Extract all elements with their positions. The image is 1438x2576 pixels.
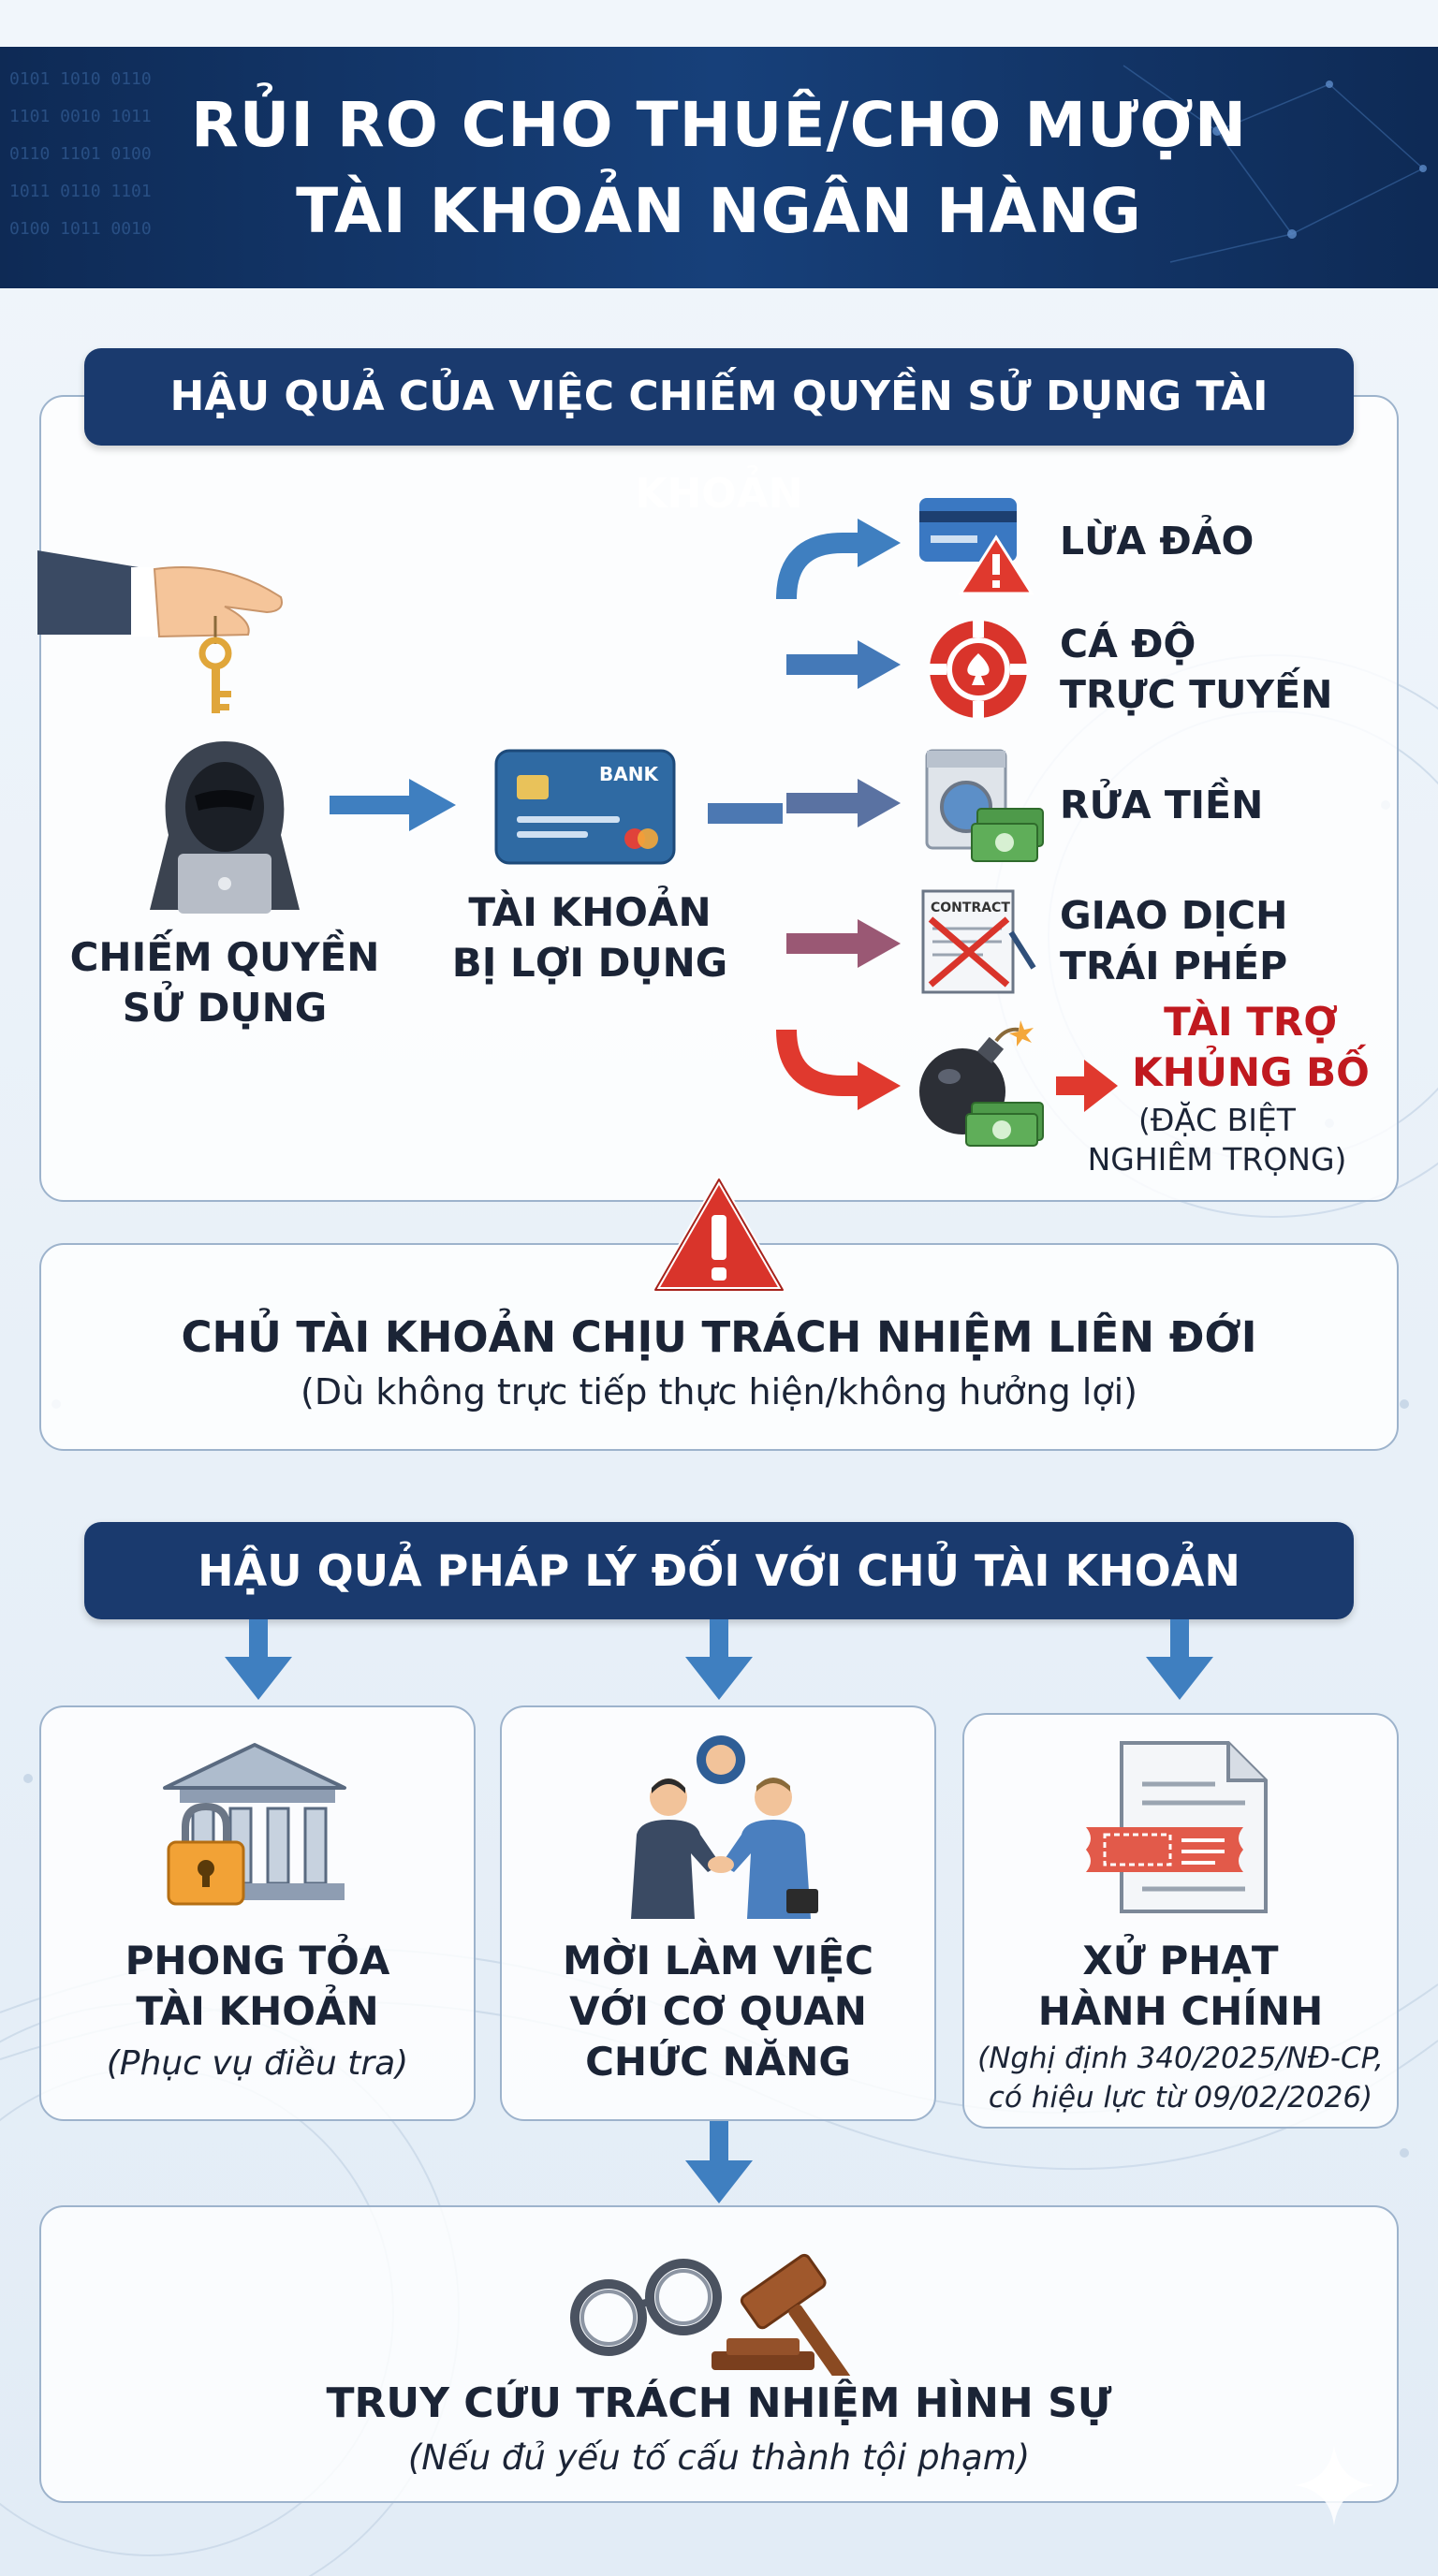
- risk-label-gambling-line1: CÁ ĐỘ: [1060, 622, 1196, 666]
- freeze-note: (Phục vụ điều tra): [106, 2044, 409, 2083]
- account-label-line1: TÀI KHOẢN: [468, 889, 712, 935]
- svg-text:1101 0010 1011: 1101 0010 1011: [9, 107, 152, 126]
- header-network-decoration: 0101 1010 0110 1101 0010 1011 0110 1101 …: [9, 65, 1427, 263]
- washing-machine-money-icon: [925, 749, 1044, 862]
- risk-label-fraud: LỪA ĐẢO: [1060, 519, 1255, 564]
- section2-title: HẬU QUẢ PHÁP LÝ ĐỐI VỚI CHỦ TÀI KHOẢN: [84, 1522, 1354, 1619]
- svg-text:1011 0110 1101: 1011 0110 1101: [9, 182, 152, 201]
- arrow-right-red-icon: [1056, 1060, 1118, 1112]
- actor-label-line1: CHIẾM QUYỀN: [69, 934, 380, 980]
- hand-key-icon: [37, 550, 283, 713]
- summons-line1: MỜI LÀM VIỆC: [562, 1938, 874, 1983]
- summons-line3: CHỨC NĂNG: [585, 2039, 851, 2085]
- section1-title: HẬU QUẢ CỦA VIỆC CHIẾM QUYỀN SỬ DỤNG TÀI…: [84, 348, 1354, 518]
- arrow-down-icon: [685, 1619, 753, 1700]
- liability-title: CHỦ TÀI KHOẢN CHỊU TRÁCH NHIỆM LIÊN ĐỚI: [181, 1312, 1257, 1362]
- contract-text: CONTRACT: [931, 900, 1010, 915]
- risk-label-money-laundering: RỬA TIỀN: [1060, 783, 1264, 827]
- poker-chip-icon: [930, 621, 1027, 718]
- warning-triangle-icon: [653, 1177, 785, 1293]
- fine-note-line2: có hiệu lực từ 09/02/2026): [988, 2081, 1373, 2115]
- freeze-line2: TÀI KHOẢN: [136, 1988, 379, 2034]
- bank-card-text: BANK: [599, 763, 659, 785]
- fine-line1: XỬ PHẠT: [1082, 1938, 1279, 1983]
- contract-crossed-icon: CONTRACT: [921, 889, 1036, 994]
- header-title-line2: TÀI KHOẢN NGÂN HÀNG: [296, 175, 1142, 247]
- hacker-icon: [150, 741, 300, 914]
- handcuffs-gavel-icon: [570, 2253, 852, 2376]
- terror-label-line1: TÀI TRỢ: [1164, 999, 1338, 1045]
- arrow-down-icon: [1146, 1619, 1213, 1700]
- risk-label-gambling-line2: TRỰC TUYẾN: [1060, 672, 1333, 717]
- summons-line2: VỚI CƠ QUAN: [569, 1988, 867, 2034]
- arrow-down-icon: [225, 1619, 292, 1700]
- terror-label-line2: KHỦNG BỐ: [1132, 1049, 1370, 1095]
- arrow-right-icon: [330, 779, 456, 831]
- liability-note: (Dù không trực tiếp thực hiện/không hưởn…: [301, 1371, 1137, 1412]
- bank-card-icon: BANK: [494, 749, 676, 865]
- risk-label-illegal-line2: TRÁI PHÉP: [1060, 944, 1288, 988]
- risk-label-illegal-line1: GIAO DỊCH: [1060, 893, 1288, 938]
- svg-text:0100 1011 0010: 0100 1011 0010: [9, 219, 152, 239]
- terror-note-line1: (ĐẶC BIỆT: [1138, 1102, 1296, 1138]
- bomb-money-icon: [919, 1020, 1044, 1147]
- fine-line2: HÀNH CHÍNH: [1037, 1988, 1324, 2034]
- fine-note-line1: (Nghị định 340/2025/NĐ-CP,: [977, 2042, 1384, 2075]
- arrow-down-icon: [685, 2121, 753, 2203]
- handshake-officials-icon: [631, 1735, 818, 1919]
- account-label-line2: BỊ LỢI DỤNG: [451, 940, 728, 986]
- criminal-note: (Nếu đủ yếu tố cấu thành tội phạm): [407, 2437, 1031, 2478]
- svg-text:0110 1101 0100: 0110 1101 0100: [9, 144, 152, 164]
- criminal-title: TRUY CỨU TRÁCH NHIỆM HÌNH SỰ: [326, 2379, 1112, 2427]
- credit-card-warning-icon: [919, 498, 1034, 595]
- header-banner: 0101 1010 0110 1101 0010 1011 0110 1101 …: [0, 47, 1438, 288]
- svg-text:0101 1010 0110: 0101 1010 0110: [9, 69, 152, 89]
- fine-document-icon: [1086, 1741, 1268, 1913]
- branch-arrows: [708, 519, 901, 1110]
- freeze-line1: PHONG TỎA: [125, 1938, 390, 1983]
- header-title-line1: RỦI RO CHO THUÊ/CHO MƯỢN: [190, 89, 1248, 161]
- actor-label-line2: SỬ DỤNG: [122, 985, 328, 1031]
- terror-note-line2: NGHIÊM TRỌNG): [1087, 1141, 1347, 1178]
- bank-lock-icon: [163, 1743, 346, 1906]
- sparkle-icon: [1294, 2445, 1374, 2525]
